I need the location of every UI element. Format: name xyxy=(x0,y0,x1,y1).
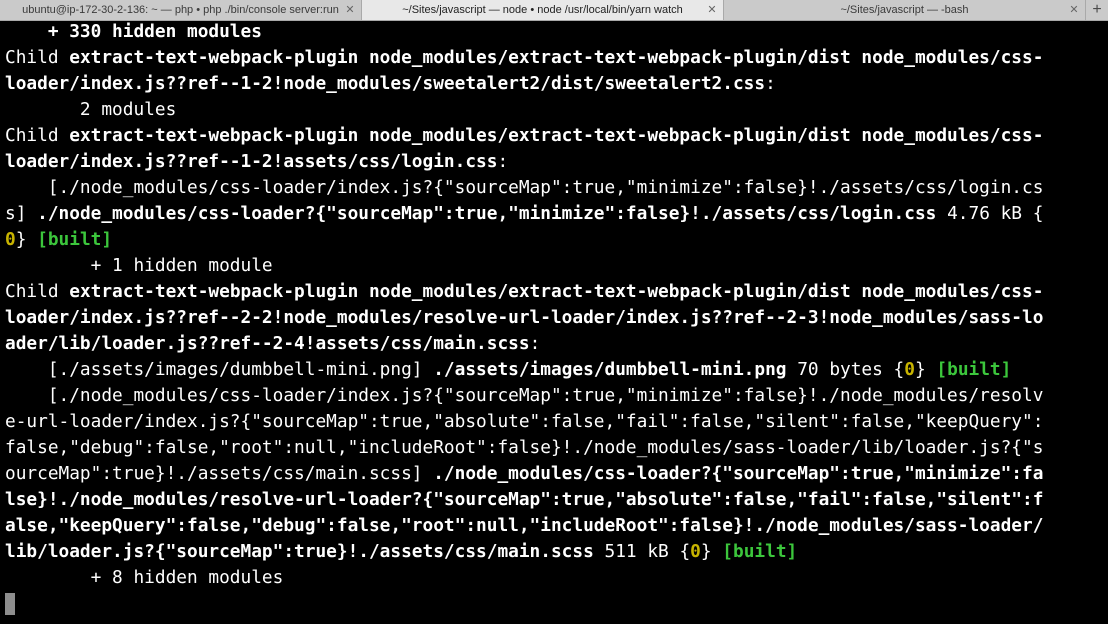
terminal-text: loader/index.js??ref--1-2!assets/css/log… xyxy=(5,151,498,172)
terminal-line: ourceMap":true}!./assets/css/main.scss] … xyxy=(5,461,1105,487)
terminal-text: ./assets/images/dumbbell-mini.png xyxy=(433,359,787,380)
terminal-text: s] xyxy=(5,203,38,224)
terminal-text: : xyxy=(765,73,776,94)
terminal-text: + 1 hidden module xyxy=(5,255,273,276)
terminal-line: + 330 hidden modules xyxy=(5,19,1105,45)
terminal-text: : xyxy=(529,333,541,354)
terminal-line: 2 modules xyxy=(5,97,1105,123)
terminal-text: } xyxy=(15,229,38,250)
terminal-text: Child xyxy=(5,281,70,302)
terminal-line: 0} [built] xyxy=(5,227,1105,253)
terminal-line: Child extract-text-webpack-plugin node_m… xyxy=(5,279,1105,305)
terminal-line: alse,"keepQuery":false,"debug":false,"ro… xyxy=(5,513,1105,539)
terminal-line: s] ./node_modules/css-loader?{"sourceMap… xyxy=(5,201,1105,227)
terminal-line: loader/index.js??ref--1-2!node_modules/s… xyxy=(5,71,1105,97)
close-icon[interactable]: ✕ xyxy=(707,4,717,16)
terminal-text: + 8 hidden modules xyxy=(5,567,284,588)
terminal-line: Child extract-text-webpack-plugin node_m… xyxy=(5,123,1105,149)
tab-label: ubuntu@ip-172-30-2-136: ~ — php • php ./… xyxy=(22,4,339,16)
terminal-text: [./assets/images/dumbbell-mini.png] xyxy=(5,359,434,380)
terminal-text: 0 xyxy=(690,541,701,562)
terminal-text: 511 kB { xyxy=(593,541,691,562)
tab-label: ~/Sites/javascript — node • node /usr/lo… xyxy=(402,4,683,16)
close-icon[interactable]: ✕ xyxy=(345,4,355,16)
terminal-text: Child xyxy=(5,125,70,146)
terminal-line: + 1 hidden module xyxy=(5,253,1105,279)
tab-bash[interactable]: ~/Sites/javascript — -bash ✕ xyxy=(724,0,1086,20)
prompt-line xyxy=(5,591,1105,617)
text-cursor xyxy=(5,593,15,615)
terminal-text: 0 xyxy=(904,359,915,380)
tab-bar: ubuntu@ip-172-30-2-136: ~ — php • php ./… xyxy=(0,0,1108,21)
terminal-line: lse}!./node_modules/resolve-url-loader?{… xyxy=(5,487,1105,513)
terminal-text: ourceMap":true}!./assets/css/main.scss] xyxy=(5,463,434,484)
terminal-text: [./node_modules/css-loader/index.js?{"so… xyxy=(5,385,1044,406)
terminal-line: [./assets/images/dumbbell-mini.png] ./as… xyxy=(5,357,1105,383)
terminal-text: loader/index.js??ref--1-2!node_modules/s… xyxy=(5,73,766,94)
terminal-text: lib/loader.js?{"sourceMap":true}!./asset… xyxy=(5,541,594,562)
terminal-text: [./node_modules/css-loader/index.js?{"so… xyxy=(5,177,1044,198)
terminal-line: Child extract-text-webpack-plugin node_m… xyxy=(5,45,1105,71)
terminal-text: e-url-loader/index.js?{"sourceMap":true,… xyxy=(5,411,1044,432)
terminal-line: ader/lib/loader.js??ref--2-4!assets/css/… xyxy=(5,331,1105,357)
terminal-text: 0 xyxy=(5,229,16,250)
terminal-text: Child xyxy=(5,47,70,68)
terminal-text: } xyxy=(700,541,723,562)
terminal-line: lib/loader.js?{"sourceMap":true}!./asset… xyxy=(5,539,1105,565)
terminal-text: 70 bytes { xyxy=(786,359,905,380)
terminal-line: false,"debug":false,"root":null,"include… xyxy=(5,435,1105,461)
terminal-line: e-url-loader/index.js?{"sourceMap":true,… xyxy=(5,409,1105,435)
tab-php-server[interactable]: ubuntu@ip-172-30-2-136: ~ — php • php ./… xyxy=(0,0,362,20)
terminal-text: 4.76 kB { xyxy=(936,203,1044,224)
new-tab-button[interactable]: + xyxy=(1086,0,1108,20)
terminal-text: extract-text-webpack-plugin node_modules… xyxy=(69,281,1044,302)
terminal-text: [built] xyxy=(37,229,113,250)
terminal-text: } xyxy=(914,359,937,380)
terminal-line: loader/index.js??ref--2-2!node_modules/r… xyxy=(5,305,1105,331)
terminal-text: [built] xyxy=(722,541,798,562)
terminal-text: : xyxy=(497,151,509,172)
terminal-text: alse,"keepQuery":false,"debug":false,"ro… xyxy=(5,515,1044,536)
close-icon[interactable]: ✕ xyxy=(1069,4,1079,16)
terminal-text: ader/lib/loader.js??ref--2-4!assets/css/… xyxy=(5,333,530,354)
terminal-text: extract-text-webpack-plugin node_modules… xyxy=(69,47,1044,68)
tab-yarn-watch[interactable]: ~/Sites/javascript — node • node /usr/lo… xyxy=(362,0,724,20)
terminal-text: false,"debug":false,"root":null,"include… xyxy=(5,437,1044,458)
terminal-line: [./node_modules/css-loader/index.js?{"so… xyxy=(5,175,1105,201)
terminal-text: lse}!./node_modules/resolve-url-loader?{… xyxy=(5,489,1044,510)
tab-label: ~/Sites/javascript — -bash xyxy=(840,4,969,16)
terminal-text: loader/index.js??ref--2-2!node_modules/r… xyxy=(5,307,1044,328)
terminal-text: 2 modules xyxy=(5,99,177,120)
terminal-text: extract-text-webpack-plugin node_modules… xyxy=(69,125,1044,146)
terminal-text: + 330 hidden modules xyxy=(5,21,262,42)
terminal-text: [built] xyxy=(936,359,1012,380)
terminal-text: ./node_modules/css-loader?{"sourceMap":t… xyxy=(433,463,1044,484)
terminal-line: + 8 hidden modules xyxy=(5,565,1105,591)
terminal-line: loader/index.js??ref--1-2!assets/css/log… xyxy=(5,149,1105,175)
terminal-text: ./node_modules/css-loader?{"sourceMap":t… xyxy=(37,203,937,224)
terminal-line: [./node_modules/css-loader/index.js?{"so… xyxy=(5,383,1105,409)
